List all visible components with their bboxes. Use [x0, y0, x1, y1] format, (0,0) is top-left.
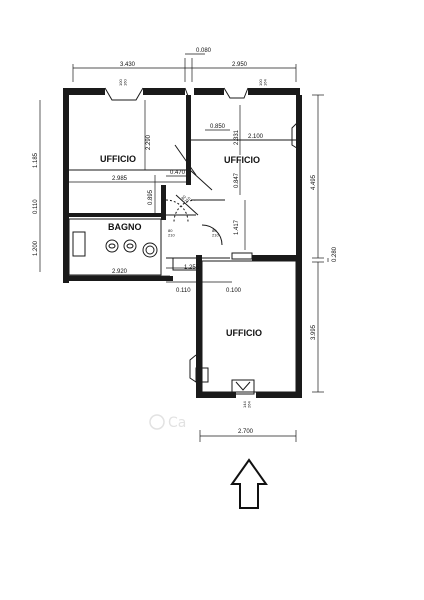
dim-0110-left: 0.110: [33, 199, 39, 214]
entrance-arrow-icon: [230, 458, 268, 509]
inner-lines: [68, 87, 301, 395]
dim-4495: 4.495: [311, 174, 317, 190]
dim-0847: 0.847: [234, 172, 240, 188]
dim-2985: 2.985: [112, 176, 128, 182]
dimension-lines: [39, 53, 329, 442]
dim-1200: 1.200: [33, 240, 39, 256]
room-label-office-bottom: UFFICIO: [226, 328, 262, 338]
walls: [63, 88, 302, 398]
dim-top-right: 2.950: [232, 62, 248, 68]
dim-0100: 0.100: [226, 288, 242, 294]
dim-0850: 0.850: [210, 124, 226, 130]
dim-3995: 3.995: [311, 324, 317, 340]
watermark: Ca: [149, 414, 186, 431]
dim-0895: 0.895: [148, 189, 154, 205]
window-label-a: 100160: [118, 79, 127, 86]
dim-1417: 1.417: [234, 219, 240, 235]
watermark-text: Ca: [168, 415, 186, 431]
room-label-bathroom: BAGNO: [108, 222, 142, 232]
dim-1255: 1.255: [184, 265, 200, 271]
dim-0470: 0.470: [170, 170, 186, 176]
dim-top-left: 3.430: [120, 62, 136, 68]
dimension-texts: 3.430 0.080 2.950 2.985 0.470 0.850 2.10…: [33, 48, 338, 435]
dim-2700: 2.700: [238, 429, 254, 435]
dim-0280: 0.280: [332, 246, 338, 262]
dim-2100: 2.100: [248, 134, 264, 140]
dim-0110: 0.110: [176, 288, 191, 294]
dim-2920: 2.920: [112, 269, 128, 275]
window-label-b: 100164: [258, 79, 267, 86]
door-label-c: 80210: [180, 192, 192, 204]
room-label-office-top-left: UFFICIO: [100, 154, 136, 164]
room-label-office-top-right: UFFICIO: [224, 155, 260, 165]
dim-2331: 2.331: [234, 129, 240, 145]
dim-top-mid: 0.080: [196, 48, 212, 54]
door-label-144: 144264: [242, 401, 251, 408]
dim-2290: 2.290: [146, 134, 152, 150]
dim-1185: 1.185: [33, 152, 39, 168]
